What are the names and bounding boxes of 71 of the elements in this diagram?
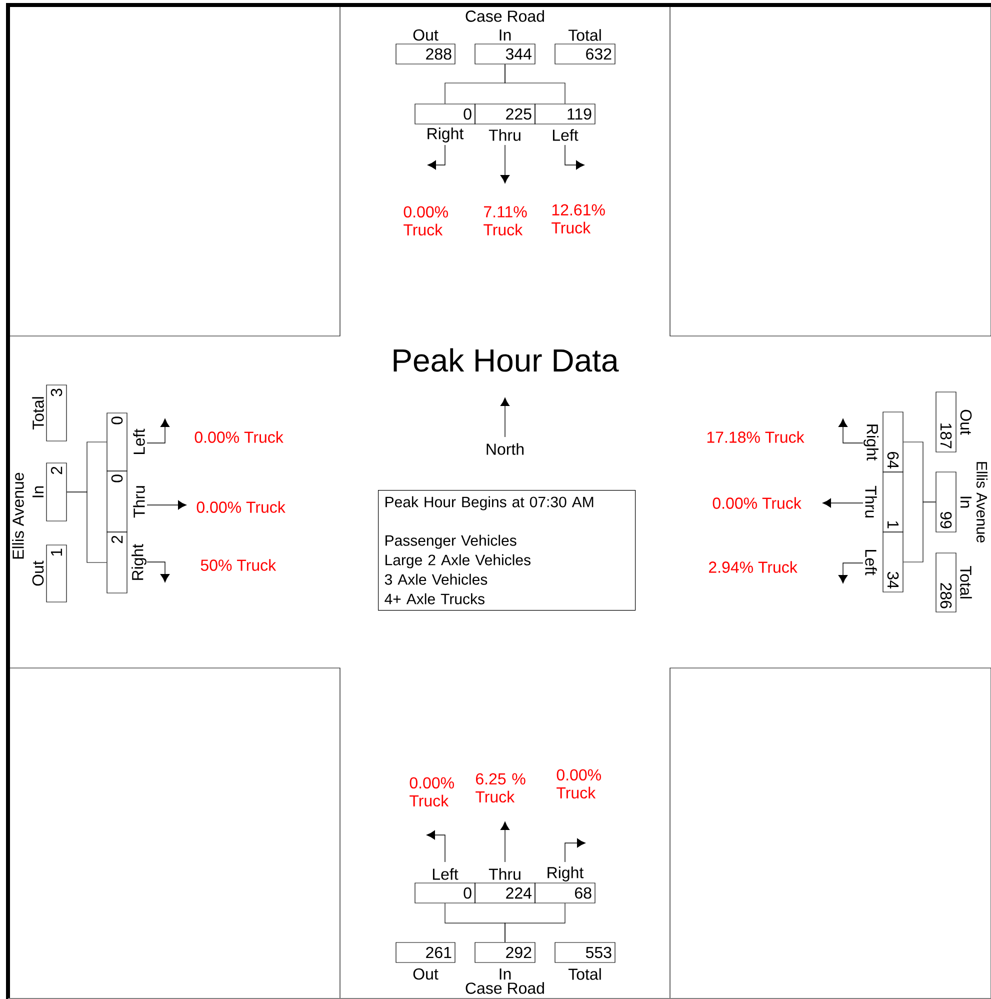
box-label: Total — [568, 968, 601, 980]
box-label: Left — [865, 550, 877, 576]
truck-percentage: 0.00% Truck — [712, 497, 802, 509]
count-box: 288 — [396, 44, 456, 64]
box-label: Thru — [133, 486, 145, 518]
box-label: Out — [413, 29, 438, 41]
street-name: Case Road — [466, 982, 544, 994]
truck-percentage: 0.00% Truck — [556, 769, 601, 799]
truck-percentage: 0.00% Truck — [194, 431, 284, 443]
count-box: 224 — [474, 882, 536, 904]
box-label: Right — [548, 866, 584, 882]
box-label: Total — [568, 29, 601, 41]
truck-percentage: 0.00% Truck — [196, 501, 286, 513]
truck-percentage: 0.00% Truck — [410, 777, 454, 807]
count-box: 0 — [106, 470, 128, 532]
truck-percentage: 50% Truck — [200, 559, 276, 571]
count-box: 286 — [936, 552, 956, 612]
count-box: 1 — [46, 544, 67, 602]
truck-percentage: 12.61% Truck — [552, 204, 605, 234]
info-box: Peak Hour Begins at 07:30 AM Passenger Vehicles Large 2 Axle Vehicles 3 Axle Vehicles 4+ Axle Trucks — [378, 490, 636, 611]
count-box: 119 — [534, 104, 596, 124]
count-box: 632 — [554, 44, 616, 64]
count-box: 0 — [414, 882, 476, 904]
box-label: Left — [133, 428, 145, 454]
count-box: 3 — [46, 384, 67, 442]
box-label: Out — [413, 968, 438, 980]
connector-line — [504, 903, 566, 943]
street-name: Ellis Avenue — [12, 472, 24, 559]
truck-percentage: 0.00% Truck — [404, 206, 448, 236]
box-label: Left — [552, 129, 578, 141]
count-box: 2 — [106, 532, 128, 594]
north-label: North — [486, 443, 524, 455]
street-name: Ellis Avenue — [976, 462, 988, 542]
box-label: In — [500, 30, 511, 40]
box-label: Total — [960, 566, 972, 598]
box-label: Total — [32, 397, 44, 430]
box-label: Out — [960, 410, 972, 435]
street-name: Case Road — [466, 10, 544, 22]
box-label: In — [960, 496, 972, 508]
count-box: 68 — [534, 882, 596, 904]
count-box: 261 — [396, 942, 456, 963]
box-label: Right — [132, 544, 146, 580]
box-label: Left — [432, 868, 458, 880]
truck-percentage: 2.94% Truck — [709, 561, 798, 573]
truck-percentage: 7.11% Truck — [484, 206, 527, 236]
count-box: 292 — [474, 942, 536, 963]
count-box: 1 — [882, 472, 904, 532]
count-box: 34 — [882, 532, 904, 592]
box-label: Thru — [488, 868, 520, 880]
count-box: 2 — [46, 462, 67, 522]
box-label: In — [500, 968, 511, 980]
count-box: 99 — [936, 472, 956, 532]
count-box: 187 — [936, 392, 956, 452]
connector-line — [504, 64, 566, 104]
connector-line — [66, 492, 107, 563]
box-label: Out — [32, 560, 44, 586]
truck-percentage: 17.18% Truck — [707, 431, 804, 443]
truck-percentage: 6.25 % Truck — [476, 773, 526, 803]
count-box: 0 — [106, 412, 128, 472]
box-label: Right — [864, 424, 878, 461]
title: Peak Hour Data — [394, 348, 619, 372]
box-label: Thru — [488, 129, 520, 141]
count-box: 553 — [554, 942, 616, 963]
count-box: 225 — [474, 104, 536, 124]
box-label: In — [32, 486, 44, 498]
count-box: 64 — [882, 412, 904, 472]
count-box: 0 — [414, 104, 476, 124]
connector-line — [903, 502, 936, 562]
box-label: Right — [428, 128, 464, 142]
box-label: Thru — [865, 486, 877, 518]
count-box: 344 — [474, 44, 536, 64]
